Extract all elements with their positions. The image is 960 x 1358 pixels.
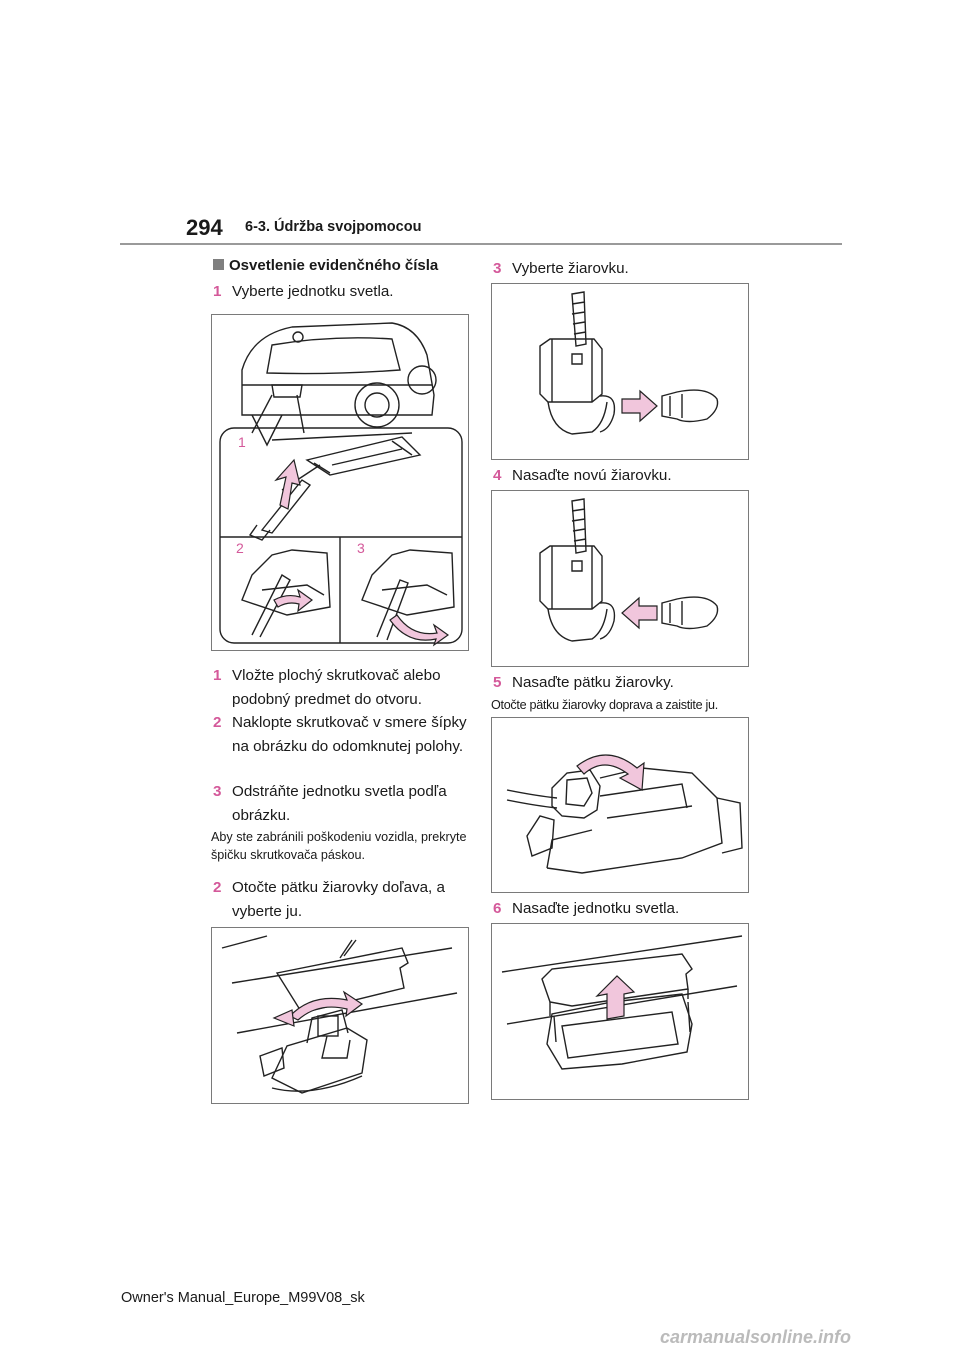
remove-light-unit-illustration: 1 2 3 [219, 322, 463, 647]
step-text: Vyberte žiarovku. [512, 260, 629, 277]
step-number: 3 [493, 260, 502, 277]
watermark: carmanualsonline.info [660, 1327, 852, 1347]
note-protect-vehicle: Aby ste zabránili poškodeniu vozidla, pr… [211, 830, 467, 862]
step-3: 3 Vyberte žiarovku. [493, 257, 753, 281]
install-light-unit-illustration [501, 935, 743, 1070]
note-secure-socket: Otočte pätku žiarovky doprava a zaistite… [491, 698, 718, 712]
header-rule [120, 243, 842, 245]
step-number: 2 [213, 714, 222, 731]
figure-remove-bulb [491, 283, 749, 460]
step-text: Otočte pätku žiarovky doľava, a vyberte … [232, 879, 445, 920]
step-text: Odstráňte jednotku svetla podľa obrázku. [232, 783, 447, 824]
figure-install-socket [491, 717, 749, 893]
step-2: 2 Otočte pätku žiarovky doľava, a vybert… [213, 876, 473, 923]
install-bulb-illustration [539, 498, 719, 642]
remove-bulb-illustration [539, 291, 719, 435]
step-number: 2 [213, 879, 222, 896]
step-text: Nasaďte pätku žiarovky. [512, 674, 674, 691]
substep-1: 1 Vložte plochý skrutkovač alebo podobný… [213, 664, 473, 711]
figure-install-light-unit [491, 923, 749, 1100]
square-bullet-icon [213, 259, 224, 270]
substep-3: 3 Odstráňte jednotku svetla podľa obrázk… [213, 780, 473, 827]
footer-manual-id: Owner's Manual_Europe_M99V08_sk [121, 1290, 365, 1306]
figure-remove-light-unit: 1 2 3 [211, 314, 469, 651]
step-number: 3 [213, 783, 222, 800]
step-text: Naklopte skrutkovač v smere šípky na obr… [232, 714, 467, 755]
step-number: 5 [493, 674, 502, 691]
step-number: 1 [213, 283, 222, 300]
figure-install-bulb [491, 490, 749, 667]
figure-label-3: 3 [357, 540, 365, 556]
step-number: 1 [213, 667, 222, 684]
step-text: Nasaďte jednotku svetla. [512, 900, 680, 917]
step-number: 6 [493, 900, 502, 917]
step-number: 4 [493, 467, 502, 484]
step-4: 4 Nasaďte novú žiarovku. [493, 464, 753, 488]
step-text: Nasaďte novú žiarovku. [512, 467, 672, 484]
section-title: Osvetlenie evidenčného čísla [213, 257, 438, 274]
figure-label-1: 1 [238, 434, 246, 450]
remove-socket-illustration [221, 935, 458, 1094]
figure-label-2: 2 [236, 540, 244, 556]
install-socket-illustration [506, 754, 743, 874]
page-number: 294 [186, 215, 223, 240]
step-5: 5 Nasaďte pätku žiarovky. [493, 671, 753, 695]
step-text: Vyberte jednotku svetla. [232, 283, 394, 300]
intro-step: 1 Vyberte jednotku svetla. [213, 280, 473, 304]
substep-2: 2 Naklopte skrutkovač v smere šípky na o… [213, 711, 473, 758]
step-6: 6 Nasaďte jednotku svetla. [493, 897, 753, 921]
chapter-title: 6-3. Údržba svojpomocou [245, 219, 422, 235]
figure-remove-socket [211, 927, 469, 1104]
step-text: Vložte plochý skrutkovač alebo podobný p… [232, 667, 441, 708]
